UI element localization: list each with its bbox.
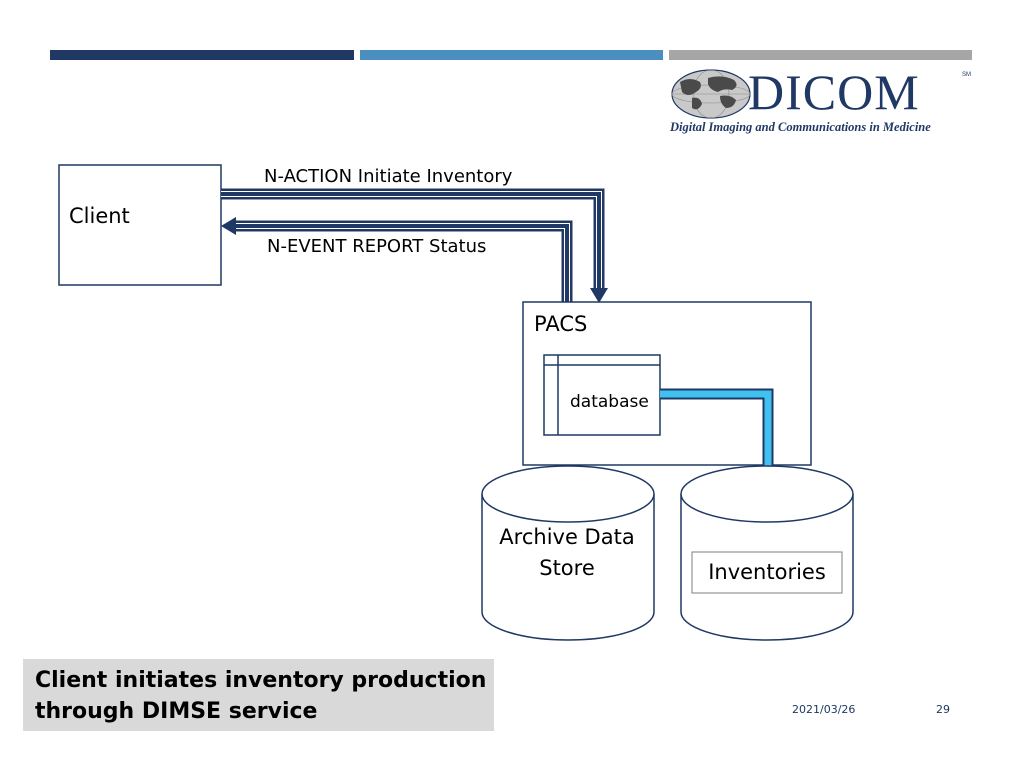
pacs-label: PACS bbox=[534, 312, 588, 336]
database-label: database bbox=[570, 392, 649, 412]
database-table-icon bbox=[543, 354, 661, 436]
header-bar-blue bbox=[360, 50, 663, 60]
nevent-arrow bbox=[221, 217, 573, 303]
caption-text: Client initiates inventory production th… bbox=[35, 668, 487, 724]
logo-trademark: SM bbox=[962, 72, 971, 78]
header-bar-navy bbox=[50, 50, 354, 60]
naction-arrow bbox=[221, 188, 608, 303]
archive-cylinder bbox=[481, 465, 655, 641]
globe-icon bbox=[671, 69, 751, 119]
inventories-box bbox=[691, 551, 843, 594]
caption-box: Client initiates inventory production th… bbox=[23, 659, 494, 731]
page-number: 29 bbox=[936, 703, 950, 716]
logo-subtitle: Digital Imaging and Communications in Me… bbox=[670, 120, 931, 134]
footer-date: 2021/03/26 bbox=[792, 703, 856, 716]
client-label: Client bbox=[69, 204, 130, 228]
nevent-label: N-EVENT REPORT Status bbox=[267, 236, 487, 257]
dicom-logo: DICOM SM Digital Imaging and Communicati… bbox=[668, 64, 976, 138]
inventories-label: Inventories bbox=[708, 560, 826, 584]
client-box bbox=[58, 164, 222, 286]
header-bar-gray bbox=[669, 50, 972, 60]
archive-label: Archive Data Store bbox=[499, 525, 635, 580]
logo-wordmark: DICOM bbox=[748, 64, 920, 120]
naction-label: N-ACTION Initiate Inventory bbox=[264, 166, 513, 187]
